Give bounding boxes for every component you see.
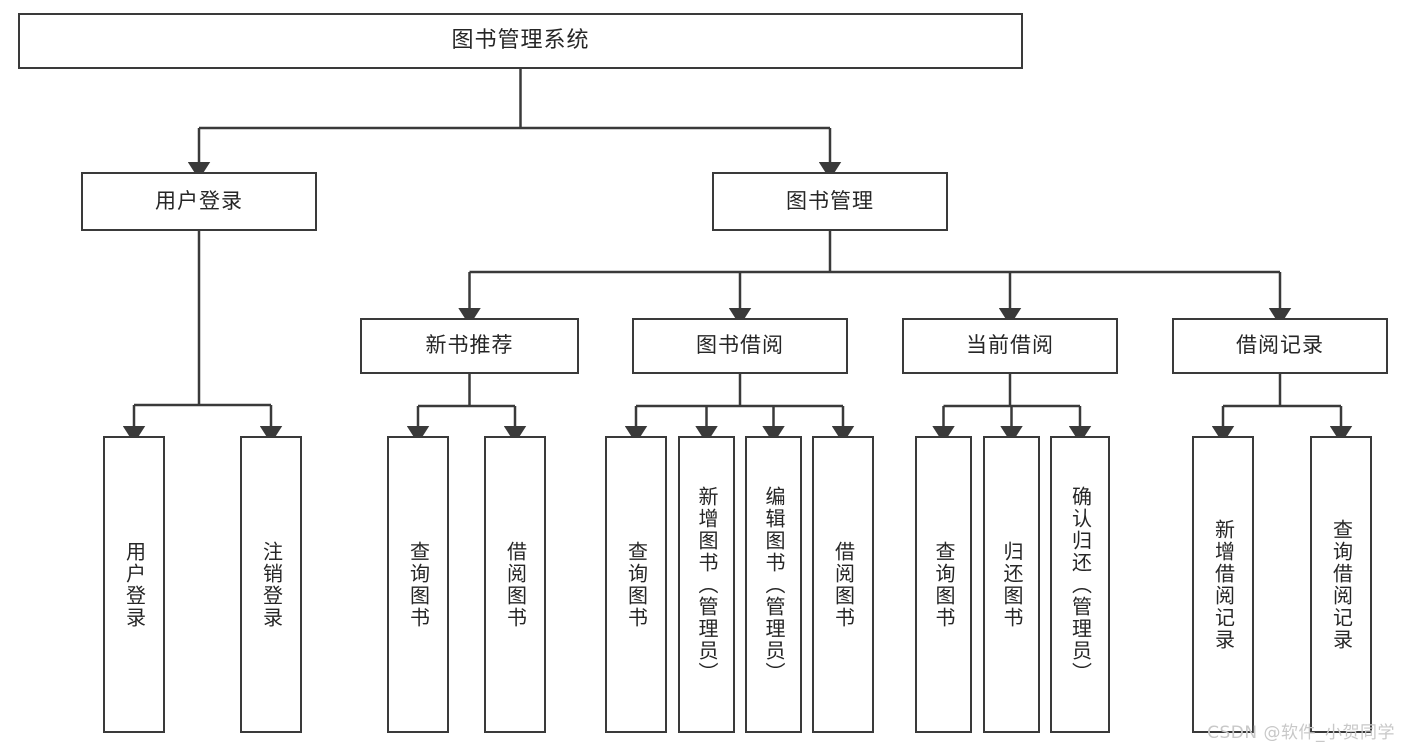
node-label: 借阅记录 xyxy=(1236,333,1324,358)
node-label: 用户登录 xyxy=(155,188,243,213)
node-book-borrowing[interactable]: 图书借阅 xyxy=(632,318,848,374)
leaf-node-query-books-borrow[interactable]: 查询图书 xyxy=(605,436,667,733)
node-current-borrowing[interactable]: 当前借阅 xyxy=(902,318,1118,374)
node-label: 查询图书 xyxy=(932,540,956,629)
leaf-node-borrow-books-recommend[interactable]: 借阅图书 xyxy=(484,436,546,733)
node-label: 图书管理系统 xyxy=(451,27,590,53)
node-label: 注销登录 xyxy=(259,540,284,629)
leaf-node-add-book-admin[interactable]: 新增图书（管理员） xyxy=(678,436,735,733)
node-borrowing-records[interactable]: 借阅记录 xyxy=(1172,318,1388,374)
node-label: 借阅图书 xyxy=(503,540,528,629)
node-book-management[interactable]: 图书管理 xyxy=(712,172,948,231)
node-label: 借阅图书 xyxy=(831,540,856,629)
node-label: 编辑图书（管理员） xyxy=(762,485,786,684)
node-label: 新增图书（管理员） xyxy=(695,485,719,684)
leaf-node-edit-book-admin[interactable]: 编辑图书（管理员） xyxy=(745,436,802,733)
leaf-node-query-books-recommend[interactable]: 查询图书 xyxy=(387,436,449,733)
leaf-node-query-borrow-record[interactable]: 查询借阅记录 xyxy=(1310,436,1372,733)
watermark: CSDN @软件_小贺同学 xyxy=(1207,723,1395,743)
node-label: 新书推荐 xyxy=(425,333,514,358)
leaf-node-return-books[interactable]: 归还图书 xyxy=(983,436,1040,733)
node-label: 图书借阅 xyxy=(696,333,784,358)
node-label: 查询图书 xyxy=(406,540,431,629)
node-label: 查询借阅记录 xyxy=(1329,518,1354,651)
leaf-node-confirm-return-admin[interactable]: 确认归还（管理员） xyxy=(1050,436,1110,733)
node-label: 用户登录 xyxy=(122,540,147,629)
node-label: 新增借阅记录 xyxy=(1211,518,1236,651)
edge-group xyxy=(122,69,1353,444)
node-label: 图书管理 xyxy=(786,188,874,213)
leaf-node-logout[interactable]: 注销登录 xyxy=(240,436,302,733)
leaf-node-add-borrow-record[interactable]: 新增借阅记录 xyxy=(1192,436,1254,733)
node-root-book-management-system[interactable]: 图书管理系统 xyxy=(18,13,1023,69)
leaf-node-user-login[interactable]: 用户登录 xyxy=(103,436,165,733)
leaf-node-query-books-current[interactable]: 查询图书 xyxy=(915,436,972,733)
node-label: 归还图书 xyxy=(1000,540,1024,629)
node-label: 当前借阅 xyxy=(966,333,1054,358)
node-label: 确认归还（管理员） xyxy=(1068,485,1093,684)
node-new-book-recommendation[interactable]: 新书推荐 xyxy=(360,318,579,374)
leaf-node-borrow-books[interactable]: 借阅图书 xyxy=(812,436,874,733)
node-user-login[interactable]: 用户登录 xyxy=(81,172,317,231)
node-label: 查询图书 xyxy=(624,540,649,629)
